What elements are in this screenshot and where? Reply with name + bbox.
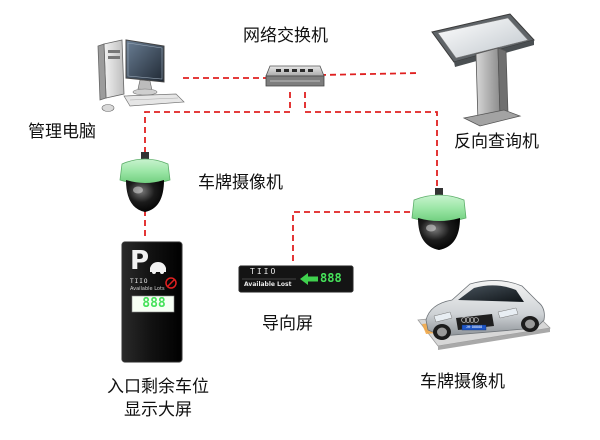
network-switch — [262, 60, 326, 94]
guide-sign-count: 888 — [320, 271, 342, 285]
admin-pc-label: 管理电脑 — [28, 122, 96, 142]
link-switch-camera-bottom — [304, 92, 438, 190]
touch-kiosk-icon — [431, 13, 535, 127]
network-switch-icon — [265, 65, 325, 87]
kiosk-label: 反向查询机 — [454, 132, 539, 152]
car-plate-text: JH·D8888 — [465, 325, 483, 329]
arrow-left-icon — [300, 273, 318, 285]
dome-camera-icon — [411, 188, 467, 250]
entrance-display-label-line2: 显示大屏 — [124, 399, 192, 420]
admin-computer — [88, 36, 188, 116]
guide-sign-brand: TIIO — [250, 267, 278, 276]
desktop-computer-icon — [97, 39, 185, 112]
link-camera-guide — [292, 211, 410, 262]
plate-camera-bottom — [404, 186, 474, 258]
camera-bottom-label: 车牌摄像机 — [420, 372, 505, 392]
guide-sign-graphic — [238, 265, 354, 293]
entrance-display-board: P TIIO Available Lots 888 — [120, 240, 184, 364]
entrance-sign-count: 888 — [142, 296, 166, 311]
guide-screen: TIIO Available Lost 888 — [238, 265, 354, 293]
parked-car: JH·D8888 — [412, 268, 554, 358]
no-entry-icon — [165, 277, 177, 289]
link-switch-camera-top — [144, 92, 291, 155]
dome-camera-icon — [119, 152, 171, 212]
guide-sign-caption: Available Lost — [244, 281, 292, 288]
entrance-sign-letter: P — [130, 246, 150, 276]
plate-camera-top — [112, 150, 178, 222]
car-icon — [417, 280, 551, 350]
link-switch-kiosk — [319, 72, 421, 76]
entrance-sign-graphic — [121, 241, 183, 363]
query-kiosk — [420, 10, 540, 130]
camera-top-label: 车牌摄像机 — [198, 173, 283, 193]
entrance-display-label-line1: 入口剩余车位 — [107, 377, 209, 397]
entrance-sign-brand: TIIO — [130, 278, 149, 285]
parking-car-icon — [150, 262, 166, 274]
entrance-sign-caption: Available Lots — [130, 286, 165, 292]
switch-label: 网络交换机 — [243, 26, 328, 46]
entrance-display-label: 入口剩余车位 显示大屏 — [98, 376, 218, 422]
guide-screen-label: 导向屏 — [262, 314, 313, 334]
